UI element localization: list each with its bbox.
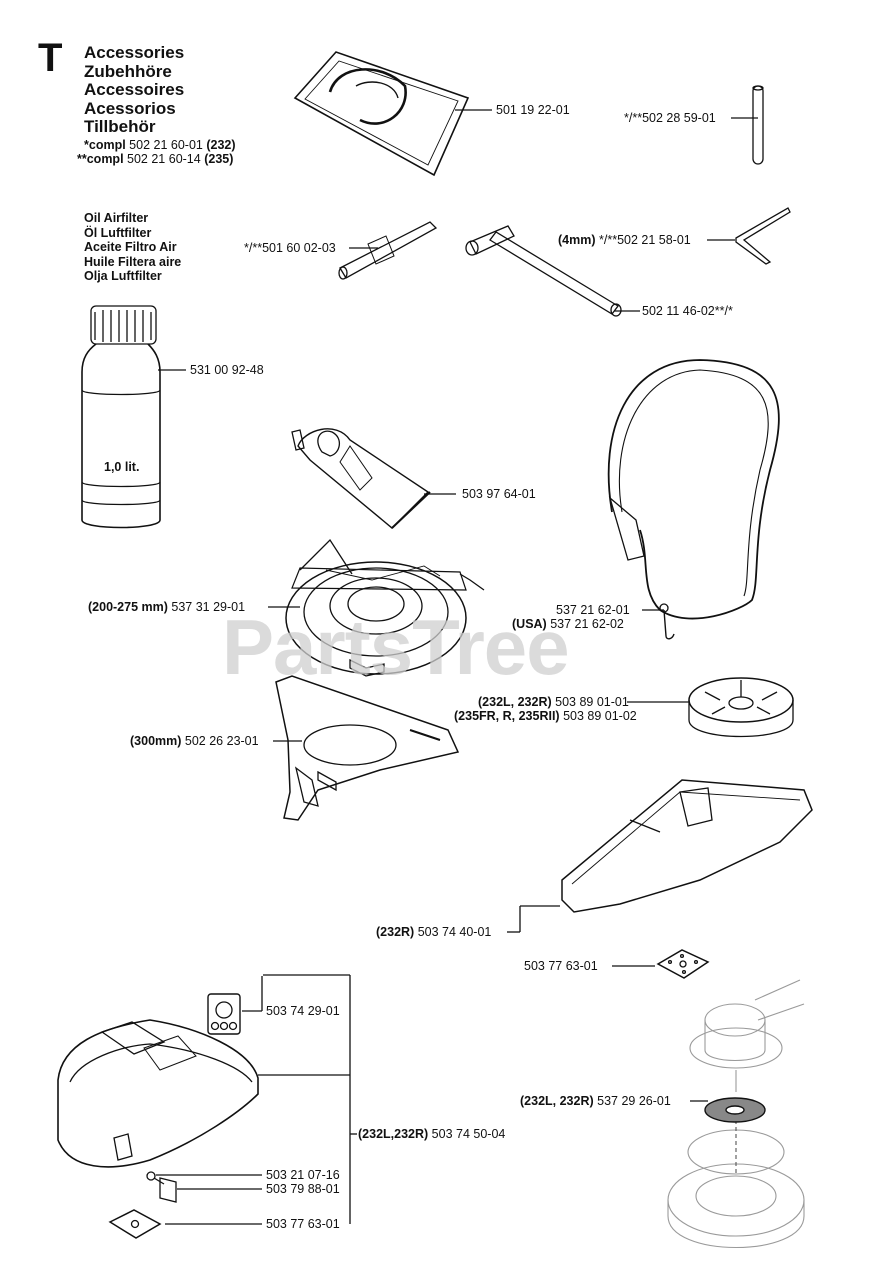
part-guard-300: (300mm) 502 26 23-01 — [130, 734, 259, 748]
part-screw: 503 21 07-16 — [266, 1168, 340, 1182]
compl-235-label: **compl 502 21 60-14 (235) — [77, 152, 234, 166]
oil-title-es: Aceite Filtro Air — [84, 240, 177, 254]
part-rod: */**502 28 59-01 — [624, 111, 716, 125]
part-spool-1: (232L, 232R) 503 89 01-01 — [478, 695, 629, 709]
oil-title-fr: Huile Filtera aire — [84, 254, 182, 269]
part-decal: 503 74 29-01 — [266, 1004, 340, 1018]
part-harness: 537 21 62-01 — [556, 603, 630, 617]
oil-title-en: Oil Airfilter — [84, 211, 149, 225]
part-wrench: 502 11 46-02**/* — [642, 304, 733, 318]
title-es: Acessorios — [84, 98, 176, 118]
part-guard-232r: (232R) 503 74 40-01 — [376, 925, 492, 939]
title-en: Accessories — [84, 43, 185, 62]
title-de: Zubehhöre — [84, 61, 172, 81]
part-tool: */**501 60 02-03 — [244, 241, 336, 255]
part-plate-2: 503 77 63-01 — [266, 1217, 340, 1231]
part-guard-200: (200-275 mm) 537 31 29-01 — [88, 600, 246, 614]
section-letter: T — [38, 36, 63, 80]
part-oil: 531 00 92-48 — [190, 363, 264, 377]
compl-232-label: *compl 502 21 60-01 (232) — [84, 138, 236, 152]
oil-title-sv: Olja Luftfilter — [84, 269, 162, 283]
part-harness-usa: (USA) 537 21 62-02 — [512, 617, 624, 631]
part-washer: (232L, 232R) 537 29 26-01 — [520, 1094, 671, 1108]
title-sv: Tillbehör — [84, 117, 156, 136]
title-fr: Accessoires — [84, 80, 185, 99]
oil-titles: Oil Airfilter Öl Luftfilter Aceite Filtr… — [84, 211, 181, 284]
part-hex-key: (4mm) */**502 21 58-01 — [558, 233, 691, 247]
section-titles: Accessories Zubehhöre Accessoires Acesso… — [84, 43, 185, 137]
watermark: PartsTree — [222, 603, 570, 691]
part-plate-1: 503 77 63-01 — [524, 959, 598, 973]
part-spool-2: (235FR, R, 235RII) 503 89 01-02 — [454, 709, 637, 723]
part-bracket: 503 79 88-01 — [266, 1182, 340, 1196]
part-grease: 503 97 64-01 — [462, 487, 536, 501]
part-guard-kit: (232L,232R) 503 74 50-04 — [358, 1127, 506, 1141]
part-bag: 501 19 22-01 — [496, 103, 570, 117]
bottle-volume-label: 1,0 lit. — [104, 460, 140, 474]
oil-title-de: Öl Luftfilter — [84, 225, 152, 240]
